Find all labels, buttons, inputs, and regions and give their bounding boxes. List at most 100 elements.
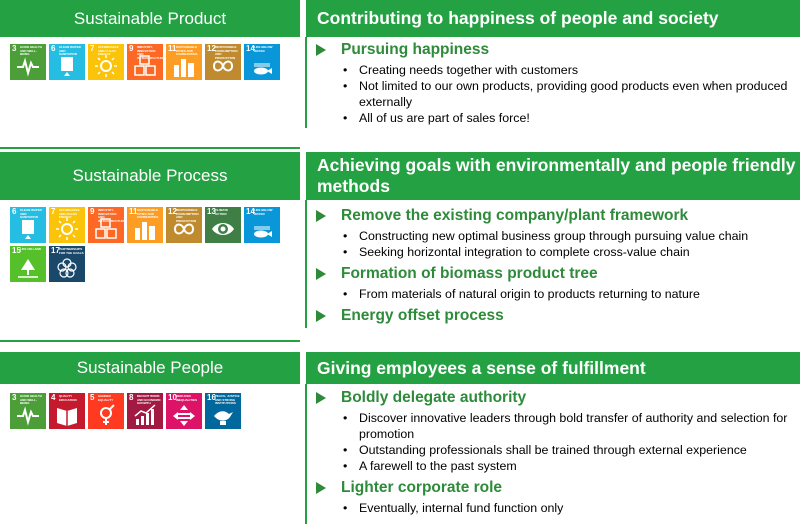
sdg-goal-number: 17	[51, 246, 60, 255]
sdg-goal-label: REDUCED INEQUALITIES	[176, 394, 198, 402]
bullet-item: Seeking horizontal integration to comple…	[343, 244, 796, 260]
item-heading-text: Formation of biomass product tree	[341, 265, 598, 282]
bullet-item: Discover innovative leaders through bold…	[343, 410, 796, 442]
sdg-goal-number: 3	[12, 44, 17, 53]
sdg-goal-number: 6	[51, 44, 56, 53]
sdg-goal-label: GOOD HEALTH AND WELL-BEING	[20, 394, 42, 405]
sdg-goal-label: SUSTAINABLE CITIES AND COMMUNITIES	[137, 208, 159, 219]
section-title: Sustainable Product	[0, 0, 300, 37]
sdg-goal-number: 9	[129, 44, 134, 53]
bullet-item: Eventually, internal fund function only	[343, 500, 796, 516]
sdg-goal-number: 14	[246, 44, 255, 53]
sdg-goal-number: 9	[90, 207, 95, 216]
sdg-goal-label: QUALITY EDUCATION	[59, 394, 77, 402]
bullet-list: Eventually, internal fund function only	[316, 500, 796, 516]
sdg-goal-label: RESPONSIBLE CONSUMPTION AND PRODUCTION	[215, 45, 238, 60]
sdg-goal-label: PARTNERSHIPS FOR THE GOALS	[59, 247, 84, 255]
divider-vertical	[305, 200, 307, 328]
bullet-list: Discover innovative leaders through bold…	[316, 410, 796, 474]
divider-vertical	[305, 384, 307, 524]
sdg-goal-number: 12	[168, 207, 177, 216]
sdg-goal-label: LIFE BELOW WATER	[254, 45, 273, 53]
triangle-bullet-icon	[316, 43, 326, 56]
item-heading-text: Lighter corporate role	[341, 479, 503, 496]
sdg-goal-label: DECENT WORK AND ECONOMIC GROWTH	[137, 394, 161, 405]
section-title: Sustainable Process	[0, 152, 300, 200]
sdg-goal-number: 11	[129, 207, 138, 216]
sdg-goal-label: PEACE, JUSTICE AND STRONG INSTITUTIONS	[215, 394, 240, 405]
sdg-goal-label: GENDER EQUALITY	[98, 394, 114, 402]
sdg-goal-number: 5	[90, 393, 95, 402]
divider-vertical	[305, 37, 307, 128]
bullet-item: Not limited to our own products, providi…	[343, 78, 796, 110]
sdg-goal-label: GOOD HEALTH AND WELL-BEING	[20, 45, 42, 56]
section-sustainable-product: Sustainable Product Contributing to happ…	[0, 0, 800, 140]
sdg-goal-label: CLEAN WATER AND SANITATION	[20, 208, 42, 219]
sdg-goal-number: 14	[246, 207, 255, 216]
section-body: Pursuing happinessCreating needs togethe…	[316, 40, 796, 126]
divider-horizontal	[0, 147, 300, 149]
item-heading: Energy offset process	[316, 306, 796, 325]
bullet-list: Creating needs together with customersNo…	[316, 62, 796, 126]
item-heading-text: Energy offset process	[341, 307, 504, 324]
sdg-goal-number: 3	[12, 393, 17, 402]
sdg-goal-label: CLEAN WATER AND SANITATION	[59, 45, 81, 56]
sdg-goal-label: AFFORDABLE AND CLEAN ENERGY	[98, 45, 119, 56]
item-heading: Boldly delegate authority	[316, 388, 796, 407]
triangle-bullet-icon	[316, 209, 326, 222]
section-title: Sustainable People	[0, 352, 300, 384]
sdg-goal-number: 16	[207, 393, 216, 402]
triangle-bullet-icon	[316, 481, 326, 494]
section-body: Boldly delegate authorityDiscover innova…	[316, 388, 796, 516]
section-goal-heading: Contributing to happiness of people and …	[306, 0, 800, 37]
sdg-goal-label: RESPONSIBLE CONSUMPTION AND PRODUCTION	[176, 208, 199, 223]
sdg-goal-label: SUSTAINABLE CITIES AND COMMUNITIES	[176, 45, 198, 56]
sdg-goal-label: LIFE BELOW WATER	[254, 208, 273, 216]
sdg-goal-number: 4	[51, 393, 56, 402]
bullet-item: Creating needs together with customers	[343, 62, 796, 78]
sdg-goal-label: INDUSTRY, INNOVATION AND INFRASTRUCTURE	[98, 208, 124, 223]
triangle-bullet-icon	[316, 391, 326, 404]
item-heading: Formation of biomass product tree	[316, 264, 796, 283]
bullet-item: A farewell to the past system	[343, 458, 796, 474]
sdg-goal-number: 10	[168, 393, 177, 402]
section-body: Remove the existing company/plant framew…	[316, 206, 796, 325]
bullet-list: From materials of natural origin to prod…	[316, 286, 796, 302]
sdg-goal-number: 7	[90, 44, 95, 53]
section-sustainable-process: Sustainable Process Achieving goals with…	[0, 152, 800, 332]
item-heading-text: Remove the existing company/plant framew…	[341, 207, 689, 224]
bullet-item: From materials of natural origin to prod…	[343, 286, 796, 302]
sdg-goal-label: LIFE ON LAND	[20, 247, 41, 251]
divider-horizontal	[0, 340, 300, 342]
sdg-goal-number: 12	[207, 44, 216, 53]
item-heading-text: Pursuing happiness	[341, 41, 490, 58]
section-sustainable-people: Sustainable People Giving employees a se…	[0, 352, 800, 529]
sdg-goal-label: AFFORDABLE AND CLEAN ENERGY	[59, 208, 80, 219]
item-heading: Lighter corporate role	[316, 478, 796, 497]
item-heading-text: Boldly delegate authority	[341, 389, 527, 406]
sdg-goal-number: 8	[129, 393, 134, 402]
triangle-bullet-icon	[316, 267, 326, 280]
sdg-goal-label: CLIMATE ACTION	[215, 208, 229, 216]
